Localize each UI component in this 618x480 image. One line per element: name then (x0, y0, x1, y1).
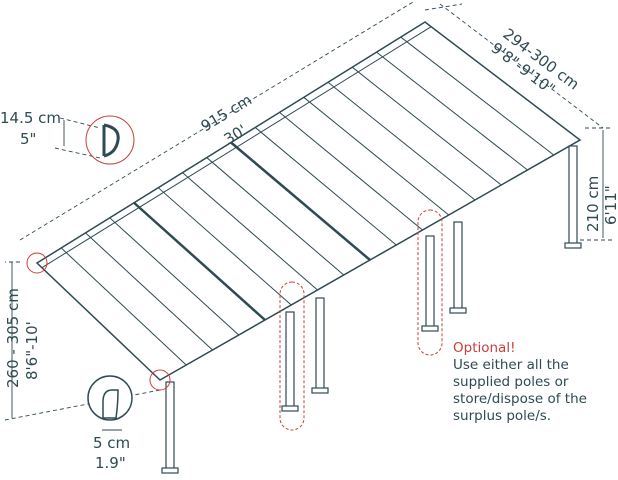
front-height-ft-label: 8'6"-10' (23, 321, 41, 380)
dimension-arrows (11, 120, 604, 431)
poles (161, 145, 582, 474)
roof-panel-seam (400, 36, 555, 156)
roof-panel-seam (157, 187, 292, 306)
roof-panel-seam (376, 51, 528, 171)
roof-panel-seam (182, 172, 318, 291)
roof-panel-seam (351, 66, 502, 186)
back-height-cm-label: 210 cm (584, 176, 602, 232)
pole-in-label: 1.9" (95, 454, 126, 472)
pole (568, 145, 578, 246)
pole (285, 311, 295, 409)
gutter-in-label: 5" (20, 130, 36, 148)
pole (165, 381, 175, 471)
roof-panel-seam (279, 111, 423, 231)
note-title: Optional! (453, 340, 516, 356)
roof-panel-seam (230, 141, 371, 261)
pole-profile-icon (87, 375, 133, 421)
pole-base (449, 307, 467, 314)
pole (453, 221, 463, 311)
back-height-ft-label: 6'11" (602, 185, 618, 225)
roof-panel-seam (85, 232, 213, 351)
gutter-cm-label: 14.5 cm (0, 109, 61, 127)
note-line: supplied poles or (453, 374, 569, 390)
roof-panel-seam (60, 247, 187, 366)
gutter-profile-icon (85, 115, 135, 165)
pole (315, 297, 325, 391)
pole-base (281, 405, 299, 412)
note-line: store/dispose of the (453, 391, 587, 407)
roof-panel-seam (303, 96, 450, 216)
pole-base (564, 242, 582, 249)
highlights (26, 209, 443, 431)
note-line: Use either all the (453, 357, 569, 373)
note-line: surplus pole/s. (453, 408, 552, 424)
front-height-cm-label: 260 - 305 cm (4, 288, 22, 388)
pole-base (421, 325, 439, 332)
length-ft-label: 30' (221, 121, 250, 148)
roof-panel-seam (206, 157, 345, 276)
pole-cm-label: 5 cm (93, 434, 130, 452)
roof-panel-seam (109, 217, 240, 336)
optional-note: Optional! Use either all the supplied po… (453, 340, 587, 425)
roof (35, 21, 582, 381)
roof-outline (35, 21, 582, 381)
roof-panel-seam (327, 81, 476, 201)
pole-base (161, 467, 179, 474)
roof-panel-seam (254, 127, 397, 246)
pole (425, 235, 435, 329)
pole-base (311, 387, 329, 394)
wall-bracket (41, 26, 432, 269)
roof-panel-seam (133, 201, 266, 321)
